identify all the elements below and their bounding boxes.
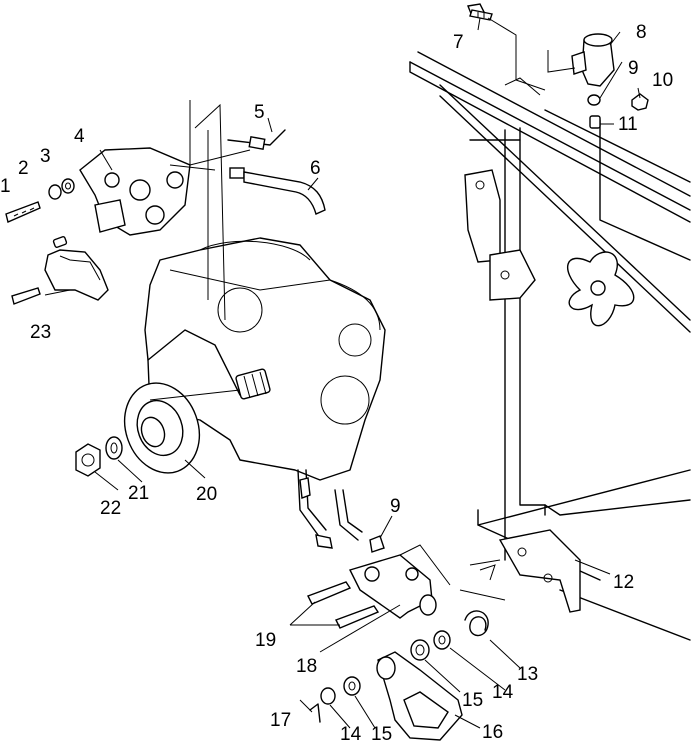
label-20: 20 xyxy=(196,484,217,505)
washer-14a xyxy=(433,630,451,650)
nut-3 xyxy=(61,178,75,194)
label-5: 5 xyxy=(254,102,265,123)
brake-caliper xyxy=(79,100,251,236)
part-labels: 1 2 3 4 5 6 7 8 9 10 11 9 12 13 14 15 16… xyxy=(0,22,673,742)
label-8: 8 xyxy=(636,22,647,43)
washer-21 xyxy=(105,436,123,460)
washer-9a xyxy=(587,94,601,106)
label-19: 19 xyxy=(255,630,276,651)
label-22: 22 xyxy=(100,498,121,519)
label-21: 21 xyxy=(128,483,149,504)
label-4: 4 xyxy=(74,126,85,147)
label-11: 11 xyxy=(618,114,638,135)
pin-11 xyxy=(589,115,601,129)
washer-2 xyxy=(48,184,62,200)
label-15a: 15 xyxy=(462,690,483,711)
bolts-19 xyxy=(307,581,380,629)
brake-line-fitting xyxy=(227,129,286,150)
brake-cable xyxy=(297,469,363,549)
bushing-15a xyxy=(410,639,430,661)
label-2: 2 xyxy=(18,158,29,179)
brake-bolt-7 xyxy=(467,3,546,96)
master-cylinder-reservoir xyxy=(547,33,615,87)
label-18: 18 xyxy=(296,656,317,677)
label-13: 13 xyxy=(517,664,538,685)
fan xyxy=(567,251,635,327)
leader-lines xyxy=(44,17,641,729)
nut-10 xyxy=(631,93,649,111)
label-3: 3 xyxy=(40,146,51,167)
label-17: 17 xyxy=(270,710,291,731)
brake-pad-bracket xyxy=(11,236,109,305)
brake-hose xyxy=(229,167,326,215)
brake-lever-mount xyxy=(349,544,451,619)
label-14a: 14 xyxy=(492,682,514,703)
label-9b: 9 xyxy=(390,496,401,517)
brake-pedal-16 xyxy=(376,651,463,741)
brake-disc xyxy=(123,382,241,474)
label-10: 10 xyxy=(652,70,673,91)
label-12: 12 xyxy=(613,572,634,593)
label-23: 23 xyxy=(30,322,51,343)
label-9a: 9 xyxy=(628,58,639,79)
bushing-15b xyxy=(343,676,361,696)
label-1: 1 xyxy=(0,176,11,197)
washer-14b xyxy=(320,687,336,705)
label-14b: 14 xyxy=(340,724,362,742)
frame xyxy=(409,51,691,641)
nut-22 xyxy=(75,443,101,477)
bracket-12 xyxy=(459,529,581,613)
label-15b: 15 xyxy=(371,724,392,742)
fitting-9b xyxy=(369,535,385,553)
bolt-1 xyxy=(5,201,41,223)
engine-housing xyxy=(144,103,386,481)
label-7: 7 xyxy=(453,32,464,53)
cotter-pin-17 xyxy=(309,703,321,723)
label-6: 6 xyxy=(310,158,321,179)
label-16: 16 xyxy=(482,722,503,742)
spring-13 xyxy=(464,610,489,637)
